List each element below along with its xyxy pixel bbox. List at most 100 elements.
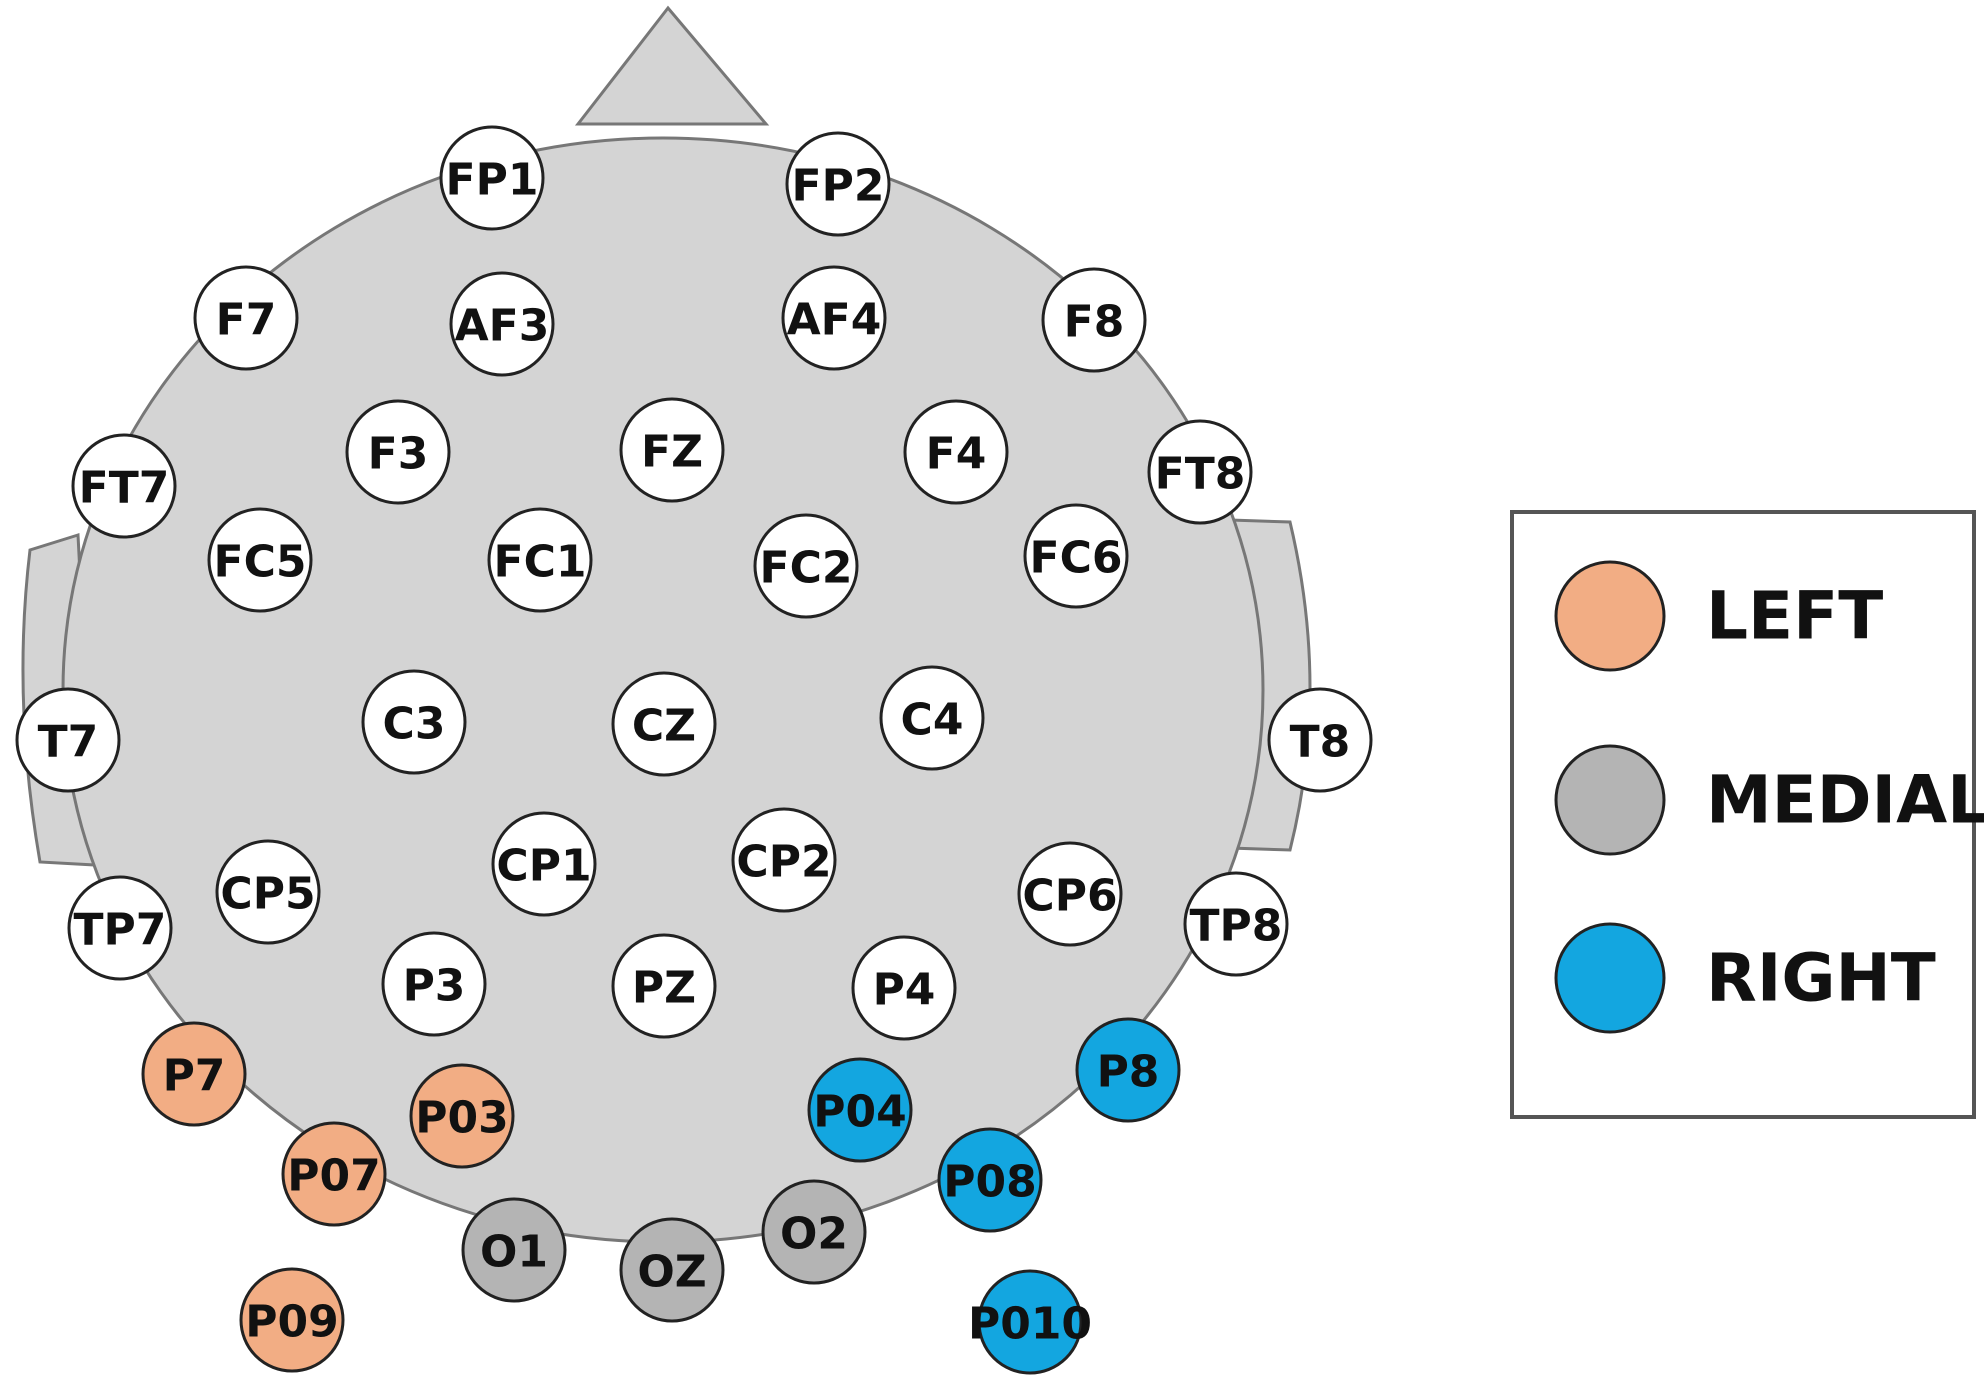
electrode-label: FC6 <box>1030 533 1123 584</box>
electrode-marker <box>215 839 321 945</box>
electrode-label: FC1 <box>494 537 587 588</box>
electrode-t8: T8 <box>1267 687 1373 793</box>
electrode-marker <box>753 513 859 619</box>
electrode-marker <box>731 807 837 913</box>
electrode-label: FZ <box>641 427 703 478</box>
electrode-marker <box>361 669 467 775</box>
electrode-marker <box>851 935 957 1041</box>
electrode-label: P4 <box>873 965 936 1016</box>
electrode-p3: P3 <box>381 931 487 1037</box>
electrode-label: F7 <box>216 295 277 346</box>
electrode-marker <box>785 131 891 237</box>
electrode-label: F3 <box>368 429 429 480</box>
electrode-label: P09 <box>245 1297 338 1348</box>
electrode-marker <box>879 665 985 771</box>
electrode-fc2: FC2 <box>753 513 859 619</box>
legend-item-left: LEFT <box>1554 560 1883 672</box>
electrode-label: C3 <box>383 699 446 750</box>
electrode-marker <box>449 271 555 377</box>
legend-swatch <box>1554 744 1666 856</box>
electrode-af4: AF4 <box>781 265 887 371</box>
electrode-tp8: TP8 <box>1183 871 1289 977</box>
electrode-marker <box>619 397 725 503</box>
electrode-p09: P09 <box>239 1267 345 1373</box>
electrode-ft8: FT8 <box>1147 419 1253 525</box>
electrode-marker <box>611 671 717 777</box>
electrode-label: TP7 <box>74 905 167 956</box>
electrode-marker <box>807 1057 913 1163</box>
electrode-p04: P04 <box>807 1057 913 1163</box>
electrode-marker <box>281 1121 387 1227</box>
electrode-label: FT8 <box>1155 449 1246 500</box>
electrode-c4: C4 <box>879 665 985 771</box>
electrode-marker <box>15 687 121 793</box>
electrode-label: FP2 <box>792 161 885 212</box>
electrode-marker <box>619 1217 725 1323</box>
electrode-marker <box>977 1269 1083 1375</box>
electrode-marker <box>1023 503 1129 609</box>
electrode-label: PZ <box>632 963 696 1014</box>
electrode-marker <box>381 931 487 1037</box>
electrode-f7: F7 <box>193 265 299 371</box>
legend-label: LEFT <box>1706 578 1883 655</box>
electrode-marker <box>207 507 313 613</box>
electrode-label: CP2 <box>736 837 831 888</box>
electrode-marker <box>461 1197 567 1303</box>
electrode-label: FT7 <box>79 463 170 514</box>
electrode-label: P04 <box>813 1087 906 1138</box>
electrode-cp6: CP6 <box>1017 841 1123 947</box>
electrode-pz: PZ <box>611 933 717 1039</box>
electrode-marker <box>781 265 887 371</box>
electrode-label: P8 <box>1097 1047 1160 1098</box>
electrode-o1: O1 <box>461 1197 567 1303</box>
electrode-p07: P07 <box>281 1121 387 1227</box>
legend-items: LEFT MEDIAL RIGHT <box>1554 560 1984 1034</box>
electrode-fc1: FC1 <box>487 507 593 613</box>
electrode-marker <box>937 1127 1043 1233</box>
electrode-marker <box>1147 419 1253 525</box>
legend-item-medial: MEDIAL <box>1554 744 1984 856</box>
electrode-label: O2 <box>780 1209 848 1260</box>
electrode-marker <box>409 1063 515 1169</box>
electrode-p08: P08 <box>937 1127 1043 1233</box>
electrode-label: F8 <box>1064 297 1125 348</box>
electrode-marker <box>487 507 593 613</box>
electrode-fc5: FC5 <box>207 507 313 613</box>
electrode-label: FC5 <box>214 537 307 588</box>
electrode-label: O1 <box>480 1227 548 1278</box>
electrode-marker <box>141 1021 247 1127</box>
electrode-fc6: FC6 <box>1023 503 1129 609</box>
legend-swatch <box>1554 922 1666 1034</box>
electrode-marker <box>903 399 1009 505</box>
legend-label: MEDIAL <box>1706 762 1984 839</box>
electrode-ft7: FT7 <box>71 433 177 539</box>
electrode-label: FP1 <box>446 155 539 206</box>
electrode-label: CP1 <box>496 841 591 892</box>
electrode-marker <box>491 811 597 917</box>
electrode-af3: AF3 <box>449 271 555 377</box>
electrode-label: AF3 <box>455 301 550 352</box>
electrode-fp1: FP1 <box>439 125 545 231</box>
legend: LEFT MEDIAL RIGHT <box>1510 510 1984 1119</box>
electrode-p010: P010 <box>968 1269 1092 1375</box>
electrode-label: T8 <box>1290 717 1351 768</box>
electrode-label: OZ <box>637 1247 706 1298</box>
electrode-f8: F8 <box>1041 267 1147 373</box>
electrode-marker <box>611 933 717 1039</box>
electrode-label: T7 <box>38 717 99 768</box>
electrode-label: FC2 <box>760 543 853 594</box>
electrode-cp1: CP1 <box>491 811 597 917</box>
electrode-label: CZ <box>632 701 696 752</box>
electrode-marker <box>1041 267 1147 373</box>
electrode-p03: P03 <box>409 1063 515 1169</box>
electrode-marker <box>71 433 177 539</box>
electrode-f3: F3 <box>345 399 451 505</box>
electrode-fp2: FP2 <box>785 131 891 237</box>
electrode-marker <box>193 265 299 371</box>
electrode-marker <box>1267 687 1373 793</box>
legend-item-right: RIGHT <box>1554 922 1936 1034</box>
legend-label: RIGHT <box>1706 940 1936 1017</box>
